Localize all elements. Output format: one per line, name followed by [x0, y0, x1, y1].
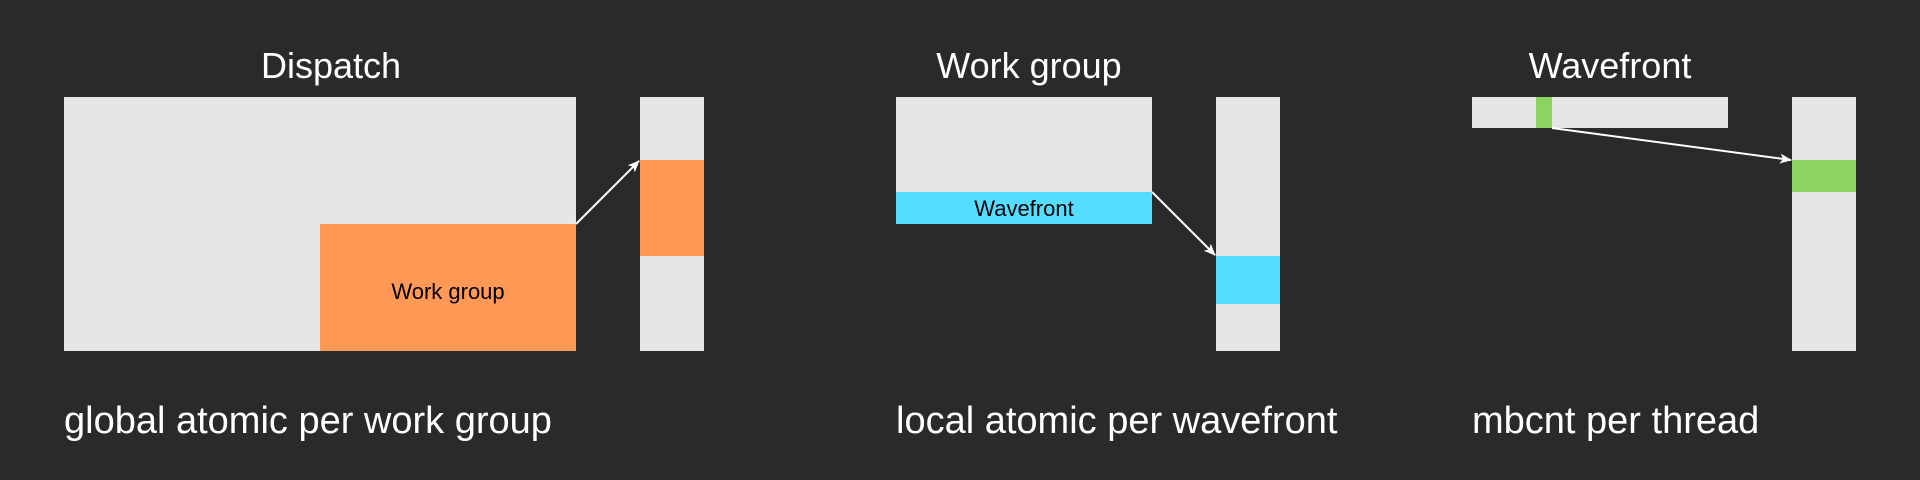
global-buffer-slot — [640, 160, 704, 256]
panel-caption: mbcnt per thread — [1472, 400, 1759, 442]
panel-wavefront: Wavefront mbcnt per thread — [1472, 45, 1856, 442]
wavefront-block — [1472, 97, 1728, 128]
local-buffer — [1216, 97, 1280, 351]
wavefront-label: Wavefront — [974, 196, 1073, 221]
work-group-label: Work group — [391, 279, 504, 304]
arrow-icon — [1151, 191, 1216, 256]
panel-caption: local atomic per wavefront — [896, 400, 1338, 442]
thread-block — [1536, 97, 1552, 128]
work-group-block — [320, 224, 576, 351]
thread-buffer — [1792, 97, 1856, 351]
panel-caption: global atomic per work group — [64, 400, 552, 442]
panel-title: Dispatch — [261, 45, 401, 86]
panel-dispatch: Dispatch Work group global atomic per wo… — [64, 45, 704, 442]
panel-title: Wavefront — [1529, 45, 1692, 86]
panel-work-group: Work group Wavefront local atomic per wa… — [896, 45, 1338, 442]
thread-buffer-slot — [1792, 160, 1856, 192]
panel-title: Work group — [936, 45, 1121, 86]
arrow-icon — [1551, 127, 1792, 164]
arrow-icon — [575, 160, 640, 225]
wavefront-block — [896, 192, 1152, 224]
local-buffer-slot — [1216, 256, 1280, 304]
